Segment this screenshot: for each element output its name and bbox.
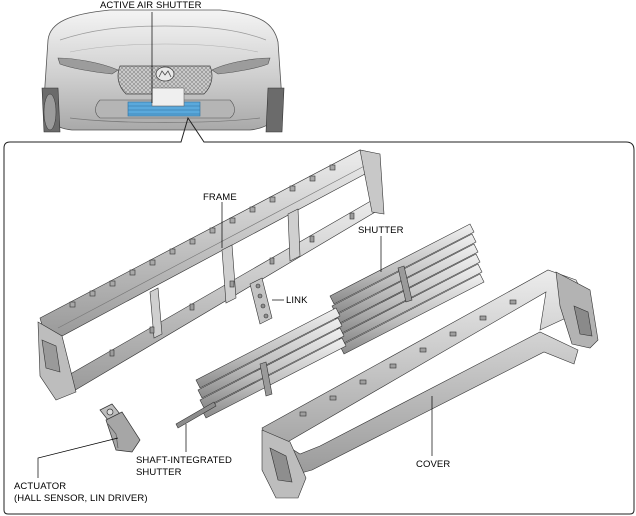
detail-callout-frame bbox=[3, 116, 635, 515]
label-frame: FRAME bbox=[203, 192, 237, 203]
label-active-air-shutter: ACTIVE AIR SHUTTER bbox=[100, 0, 202, 11]
cover-part bbox=[261, 269, 599, 499]
license-plate bbox=[151, 87, 185, 107]
shutter-part bbox=[329, 223, 485, 355]
label-actuator-line2: (HALL SENSOR, LIN DRIVER) bbox=[14, 493, 148, 504]
label-shaft-integrated-line2: SHUTTER bbox=[136, 467, 182, 478]
label-shaft-integrated-line1: SHAFT-INTEGRATED bbox=[136, 455, 232, 466]
label-link: LINK bbox=[286, 295, 308, 306]
leader-actuator bbox=[37, 437, 119, 478]
frame-part bbox=[37, 149, 385, 401]
label-cover: COVER bbox=[416, 459, 451, 470]
emblem-icon bbox=[155, 66, 175, 82]
actuator-part bbox=[99, 403, 141, 453]
shaft-integrated-shutter-part bbox=[175, 307, 347, 429]
label-actuator-line1: ACTUATOR bbox=[14, 481, 67, 492]
vehicle-front-view bbox=[41, 9, 285, 133]
label-shutter: SHUTTER bbox=[358, 225, 404, 236]
link-part bbox=[249, 277, 273, 325]
